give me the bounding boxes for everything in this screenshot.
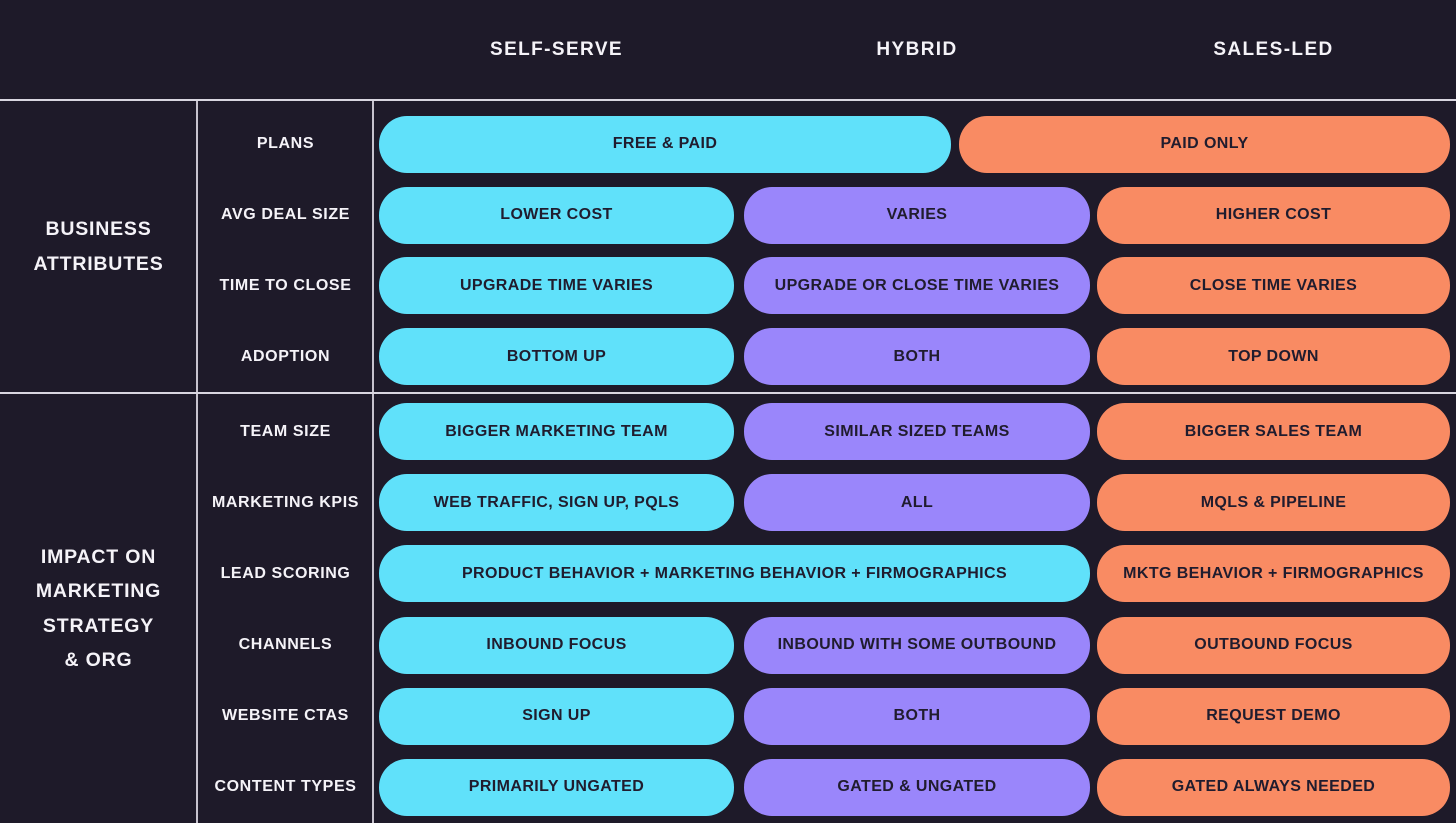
pill-self-serve: BOTTOM UP bbox=[379, 328, 734, 386]
row-label-channels: CHANNELS bbox=[238, 636, 333, 654]
pill-span-hybrid-sales-led: PAID ONLY bbox=[959, 115, 1450, 173]
pill-span-self-serve-hybrid: PRODUCT BEHAVIOR + MARKETING BEHAVIOR + … bbox=[379, 545, 1090, 603]
column-header-sales-led: SALES-LED bbox=[1213, 38, 1334, 60]
row-label-lead-scoring: LEAD SCORING bbox=[220, 564, 351, 582]
pill-sales-led: OUTBOUND FOCUS bbox=[1097, 616, 1450, 674]
row-label-plans: PLANS bbox=[256, 135, 315, 153]
pill-self-serve: LOWER COST bbox=[379, 186, 734, 244]
section-rows: TEAM SIZE BIGGER MARKETING TEAM SIMILAR … bbox=[197, 394, 1456, 823]
row-pills: PRIMARILY UNGATED GATED & UNGATED GATED … bbox=[374, 758, 1456, 816]
row-pills: INBOUND FOCUS INBOUND WITH SOME OUTBOUND… bbox=[374, 616, 1456, 674]
pill-hybrid: ALL bbox=[744, 474, 1090, 532]
row-pills: FREE & PAID PAID ONLY bbox=[374, 115, 1456, 173]
row-label-adoption: ADOPTION bbox=[240, 347, 331, 365]
row-pills: BOTTOM UP BOTH TOP DOWN bbox=[374, 328, 1456, 386]
section-rows: PLANS FREE & PAID PAID ONLY AVG DEAL SIZ… bbox=[197, 101, 1456, 392]
pill-self-serve: WEB TRAFFIC, SIGN UP, PQLS bbox=[379, 474, 734, 532]
vertical-grid-line-labels bbox=[372, 101, 374, 823]
column-header-self-serve: SELF-SERVE bbox=[490, 38, 623, 60]
pill-hybrid: BOTH bbox=[744, 687, 1090, 745]
group-label-business-attributes: BUSINESS ATTRIBUTES bbox=[33, 218, 164, 275]
section-impact-on-marketing: IMPACT ON MARKETING STRATEGY & ORG TEAM … bbox=[0, 392, 1456, 823]
row-channels: CHANNELS INBOUND FOCUS INBOUND WITH SOME… bbox=[197, 610, 1456, 681]
row-label-avg-deal-size: AVG DEAL SIZE bbox=[220, 206, 350, 224]
row-pills: SIGN UP BOTH REQUEST DEMO bbox=[374, 687, 1456, 745]
pill-self-serve: PRIMARILY UNGATED bbox=[379, 758, 734, 816]
row-pills: UPGRADE TIME VARIES UPGRADE OR CLOSE TIM… bbox=[374, 257, 1456, 315]
row-team-size: TEAM SIZE BIGGER MARKETING TEAM SIMILAR … bbox=[197, 396, 1456, 467]
row-label-time-to-close: TIME TO CLOSE bbox=[219, 276, 352, 294]
group-cell-business-attributes: BUSINESS ATTRIBUTES bbox=[0, 101, 197, 392]
column-header-hybrid: HYBRID bbox=[876, 38, 958, 60]
row-avg-deal-size: AVG DEAL SIZE LOWER COST VARIES HIGHER C… bbox=[197, 180, 1456, 251]
pill-sales-led: GATED ALWAYS NEEDED bbox=[1097, 758, 1450, 816]
pill-self-serve: SIGN UP bbox=[379, 687, 734, 745]
pill-span-self-serve-hybrid: FREE & PAID bbox=[379, 115, 951, 173]
row-plans: PLANS FREE & PAID PAID ONLY bbox=[197, 109, 1456, 180]
row-pills: LOWER COST VARIES HIGHER COST bbox=[374, 186, 1456, 244]
pill-self-serve: UPGRADE TIME VARIES bbox=[379, 257, 734, 315]
pill-self-serve: INBOUND FOCUS bbox=[379, 616, 734, 674]
row-label-website-ctas: WEBSITE CTAS bbox=[222, 707, 349, 725]
column-header-row: SELF-SERVE HYBRID SALES-LED bbox=[0, 0, 1456, 101]
row-content-types: CONTENT TYPES PRIMARILY UNGATED GATED & … bbox=[197, 752, 1456, 823]
pill-hybrid: GATED & UNGATED bbox=[744, 758, 1090, 816]
pill-sales-led: REQUEST DEMO bbox=[1097, 687, 1450, 745]
pill-hybrid: BOTH bbox=[744, 328, 1090, 386]
pill-self-serve: BIGGER MARKETING TEAM bbox=[379, 403, 734, 461]
row-pills: WEB TRAFFIC, SIGN UP, PQLS ALL MQLS & PI… bbox=[374, 474, 1456, 532]
pill-sales-led: CLOSE TIME VARIES bbox=[1097, 257, 1450, 315]
group-label-impact-on-marketing: IMPACT ON MARKETING STRATEGY & ORG bbox=[35, 546, 162, 671]
row-time-to-close: TIME TO CLOSE UPGRADE TIME VARIES UPGRAD… bbox=[197, 251, 1456, 322]
row-lead-scoring: LEAD SCORING PRODUCT BEHAVIOR + MARKETIN… bbox=[197, 538, 1456, 609]
row-adoption: ADOPTION BOTTOM UP BOTH TOP DOWN bbox=[197, 321, 1456, 392]
group-cell-impact-on-marketing: IMPACT ON MARKETING STRATEGY & ORG bbox=[0, 394, 197, 823]
row-marketing-kpis: MARKETING KPIS WEB TRAFFIC, SIGN UP, PQL… bbox=[197, 467, 1456, 538]
pill-hybrid: VARIES bbox=[744, 186, 1090, 244]
section-business-attributes: BUSINESS ATTRIBUTES PLANS FREE & PAID PA… bbox=[0, 101, 1456, 392]
row-pills: BIGGER MARKETING TEAM SIMILAR SIZED TEAM… bbox=[374, 403, 1456, 461]
row-label-content-types: CONTENT TYPES bbox=[214, 778, 357, 796]
pill-hybrid: UPGRADE OR CLOSE TIME VARIES bbox=[744, 257, 1090, 315]
vertical-grid-line-group bbox=[196, 101, 198, 823]
pill-sales-led: HIGHER COST bbox=[1097, 186, 1450, 244]
pill-sales-led: MKTG BEHAVIOR + FIRMOGRAPHICS bbox=[1097, 545, 1450, 603]
pill-sales-led: TOP DOWN bbox=[1097, 328, 1450, 386]
row-label-marketing-kpis: MARKETING KPIS bbox=[211, 493, 360, 511]
pill-sales-led: MQLS & PIPELINE bbox=[1097, 474, 1450, 532]
pill-hybrid: SIMILAR SIZED TEAMS bbox=[744, 403, 1090, 461]
pill-hybrid: INBOUND WITH SOME OUTBOUND bbox=[744, 616, 1090, 674]
row-website-ctas: WEBSITE CTAS SIGN UP BOTH REQUEST DEMO bbox=[197, 681, 1456, 752]
pill-sales-led: BIGGER SALES TEAM bbox=[1097, 403, 1450, 461]
row-pills: PRODUCT BEHAVIOR + MARKETING BEHAVIOR + … bbox=[374, 545, 1456, 603]
row-label-team-size: TEAM SIZE bbox=[240, 422, 331, 440]
